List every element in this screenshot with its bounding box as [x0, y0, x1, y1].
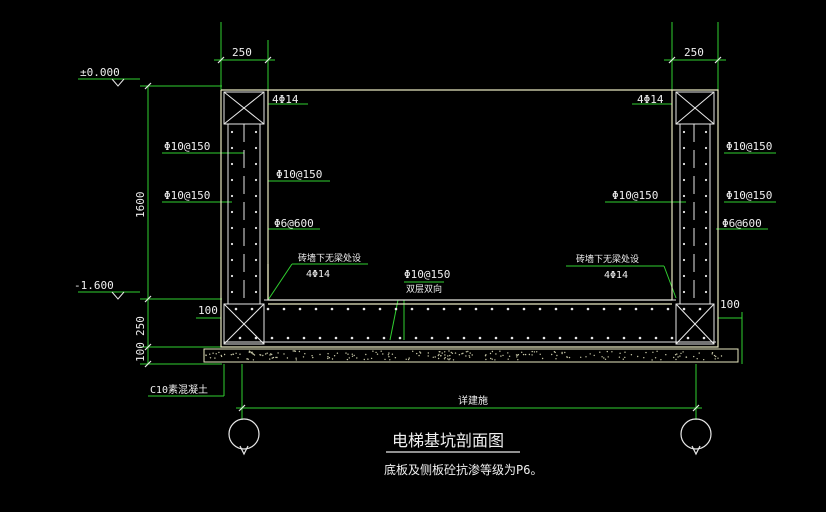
level-markers	[111, 78, 125, 300]
title-sub: 底板及侧板砼抗渗等级为P6。	[384, 462, 542, 477]
dim-left-100: 100	[198, 304, 218, 317]
label-right-tie: Φ6@600	[722, 217, 762, 230]
label-right-outer-1: Φ10@150	[726, 140, 772, 153]
title-main: 电梯基坑剖面图	[392, 431, 504, 450]
slab-rebar-dots	[230, 130, 708, 340]
label-right-corner: 4Φ14	[637, 93, 664, 106]
dim-100-cushion: 100	[134, 342, 147, 362]
level-top: ±0.000	[80, 66, 120, 79]
label-left-outer-1: Φ10@150	[164, 140, 210, 153]
label-left-corner: 4Φ14	[272, 93, 299, 106]
wall-rebar	[224, 124, 716, 343]
corner-bars	[223, 91, 715, 345]
level-bottom: -1.600	[74, 279, 114, 292]
label-left-inner: Φ10@150	[276, 168, 322, 181]
label-left-beam-note: 砖墙下无梁处设	[298, 252, 361, 264]
label-right-inner: Φ10@150	[612, 189, 658, 202]
dimension-ticks	[144, 56, 722, 412]
label-right-beam-bar: 4Φ14	[604, 270, 628, 281]
label-axis-span: 详建施	[458, 394, 488, 407]
dim-right-250: 250	[684, 46, 704, 59]
pit-outline	[220, 89, 719, 348]
label-slab-note: 双层双向	[406, 283, 442, 295]
cushion-layer	[203, 348, 739, 363]
label-right-beam-note: 砖墙下无梁处设	[576, 253, 639, 265]
label-slab: Φ10@150	[404, 268, 450, 281]
label-left-tie: Φ6@600	[274, 217, 314, 230]
dimension-lines	[78, 22, 776, 420]
label-left-beam-bar: 4Φ14	[306, 269, 330, 280]
dim-left-250: 250	[232, 46, 252, 59]
dim-right-100: 100	[720, 298, 740, 311]
axis-markers	[228, 418, 712, 456]
label-right-outer-2: Φ10@150	[726, 189, 772, 202]
dim-1600: 1600	[134, 192, 147, 219]
dim-250: 250	[134, 316, 147, 336]
label-left-outer-2: Φ10@150	[164, 189, 210, 202]
label-cushion: C10素混凝土	[150, 383, 208, 396]
